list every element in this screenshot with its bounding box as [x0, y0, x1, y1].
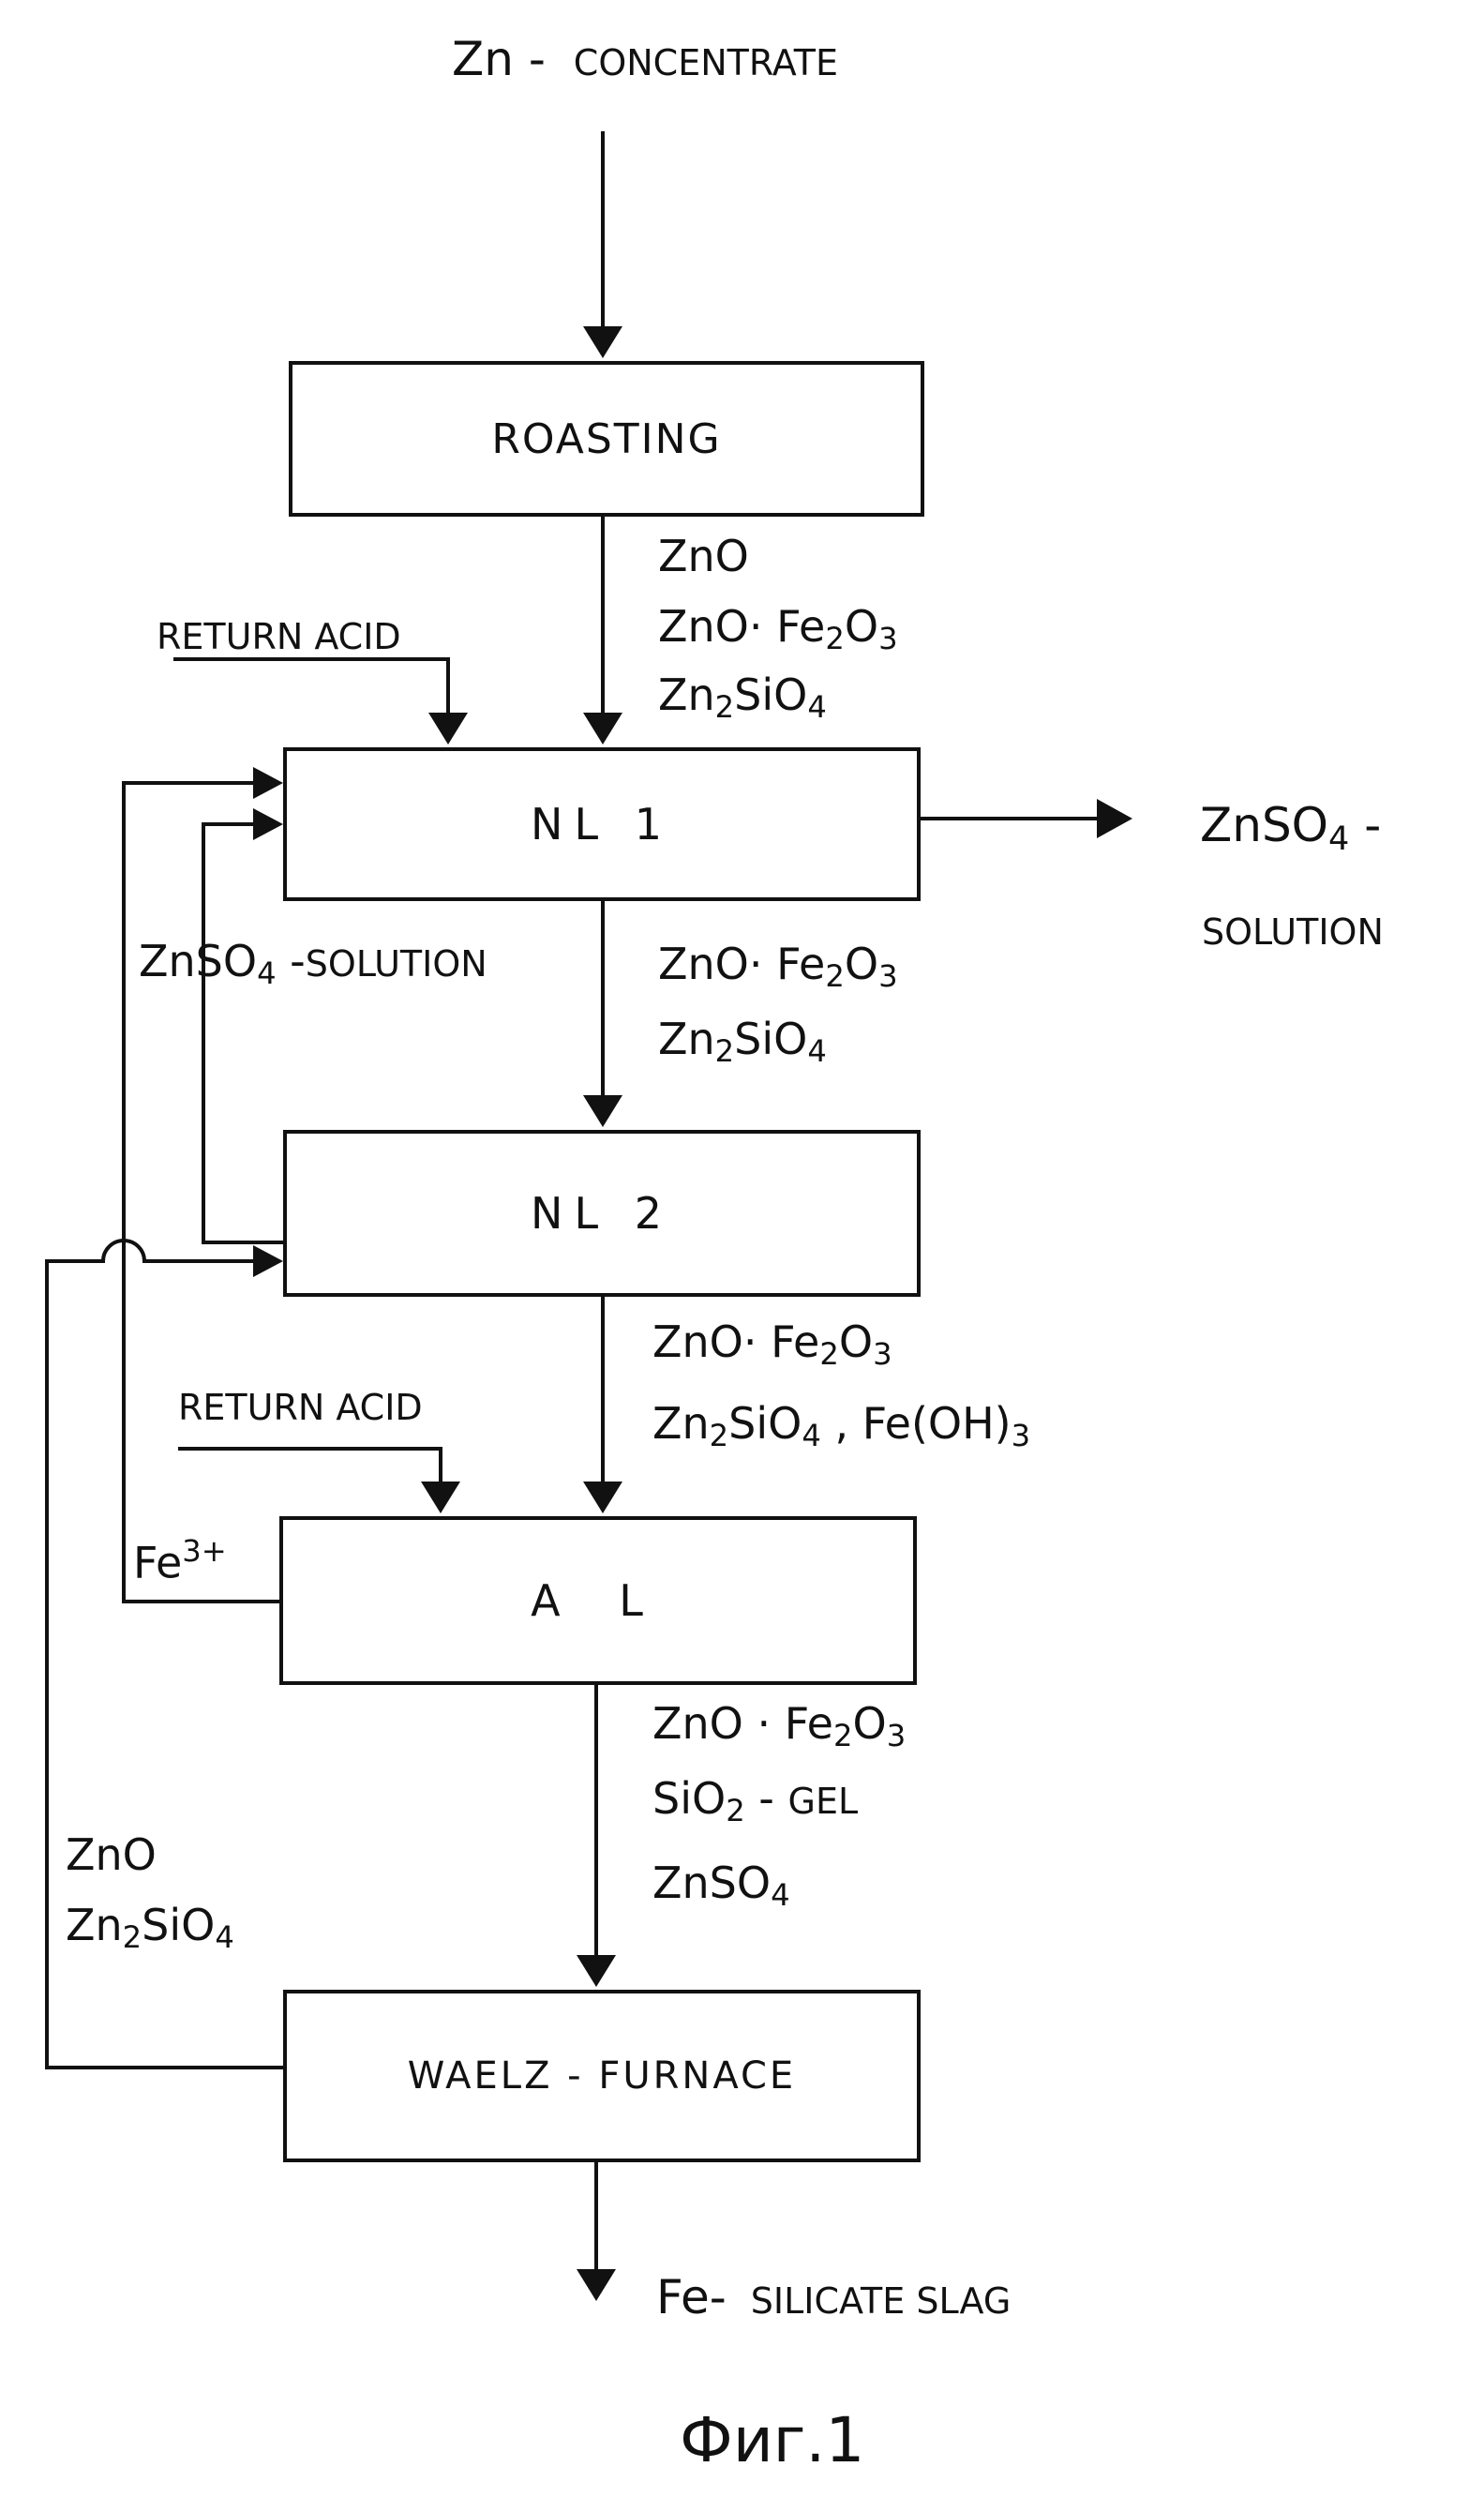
nl1-label: NL 1	[531, 799, 673, 850]
al-product-znfe2o3: ZnO · Fe2O3	[652, 1702, 906, 1751]
roasting-product-zno: ZnO	[658, 534, 749, 578]
return-acid-label-2: RETURN ACID	[178, 1390, 423, 1425]
output-slag-label: Fe- SILICATE SLAG	[656, 2274, 1011, 2321]
roasting-product-znfe2o3: ZnO· Fe2O3	[658, 605, 898, 654]
output-detail-text: SILICATE SLAG	[751, 2280, 1012, 2322]
waelz-furnace-label: WAELZ - FURNACE	[408, 2054, 796, 2098]
roasting-product-zn2sio4: Zn2SiO4	[658, 673, 827, 722]
arrow-return-acid-1	[173, 659, 448, 741]
waelz-recycle-zno: ZnO	[66, 1833, 157, 1876]
recycle-znso4-solution-label: ZnSO4 -SOLUTION	[139, 940, 487, 988]
input-main-text: Zn -	[452, 32, 546, 86]
output-main-text: Fe-	[656, 2270, 727, 2324]
al-product-znso4: ZnSO4	[652, 1861, 790, 1910]
nl2-box: NL 2	[283, 1130, 921, 1297]
input-detail-text: CONCENTRATE	[574, 42, 838, 83]
nl2-product-znfe2o3: ZnO· Fe2O3	[652, 1320, 892, 1369]
nl2-product-zn2sio4-feoh3: Zn2SiO4 , Fe(OH)3	[652, 1402, 1030, 1451]
roasting-box: ROASTING	[289, 361, 924, 517]
nl1-output-znso4: ZnSO4 -	[1200, 802, 1381, 856]
waelz-furnace-box: WAELZ - FURNACE	[283, 1990, 921, 2162]
return-acid-label-1: RETURN ACID	[157, 619, 401, 654]
arrow-nl2-recycle-to-nl1	[203, 824, 283, 1242]
nl1-product-znfe2o3: ZnO· Fe2O3	[658, 942, 898, 991]
nl1-product-zn2sio4: Zn2SiO4	[658, 1017, 827, 1066]
nl1-output-solution: SOLUTION	[1202, 914, 1384, 950]
nl1-box: NL 1	[283, 747, 921, 901]
roasting-label: ROASTING	[491, 415, 721, 463]
fe3-label: Fe3+	[133, 1536, 227, 1585]
al-label: A L	[531, 1575, 666, 1626]
arrow-return-acid-2	[178, 1449, 441, 1510]
nl2-label: NL 2	[531, 1188, 673, 1239]
al-product-sio2-gel: SiO2 - GEL	[652, 1777, 858, 1826]
figure-caption: Фиг.1	[680, 2410, 864, 2472]
al-box: A L	[279, 1516, 917, 1685]
waelz-recycle-zn2sio4: Zn2SiO4	[66, 1903, 234, 1952]
input-concentrate-label: Zn - CONCENTRATE	[452, 36, 838, 83]
